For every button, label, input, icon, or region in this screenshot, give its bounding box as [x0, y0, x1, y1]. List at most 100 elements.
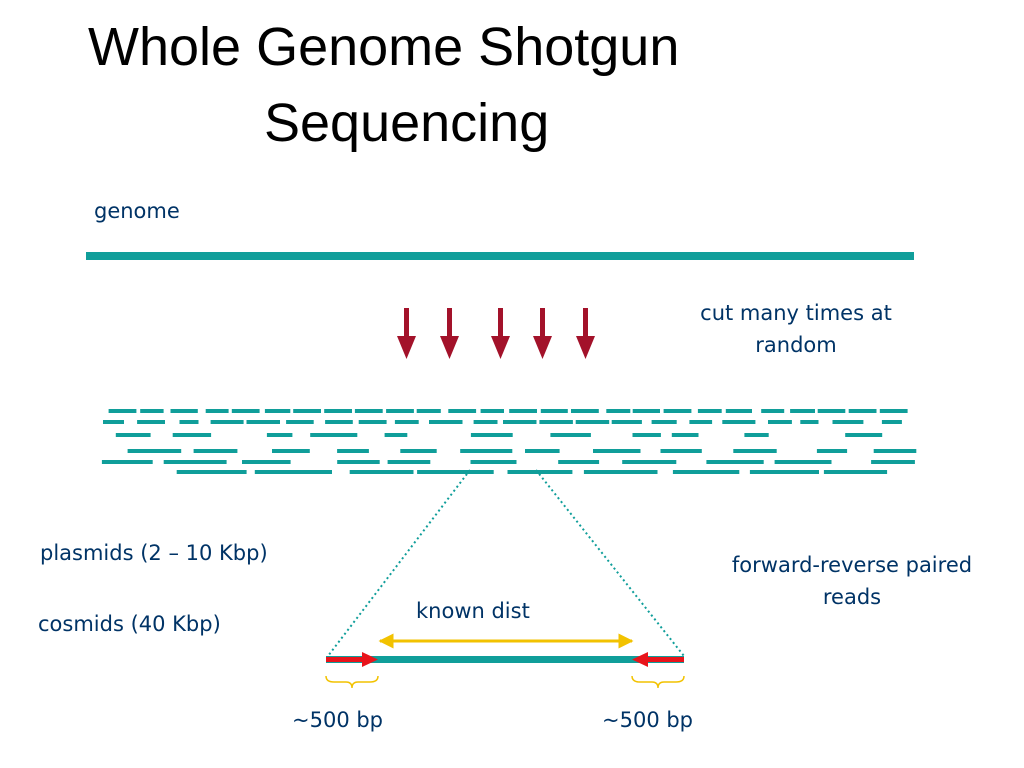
- genome-fragment: [525, 449, 560, 453]
- genome-fragment: [417, 470, 494, 474]
- genome-fragment: [832, 420, 864, 424]
- left-read-length-label: ~500 bp: [292, 708, 384, 732]
- genome-fragment: [163, 460, 227, 464]
- right-read-brace: [631, 675, 685, 689]
- genome-line: [86, 252, 914, 260]
- genome-fragment: [293, 409, 321, 413]
- genome-fragment: [768, 420, 792, 424]
- genome-fragment: [179, 420, 199, 424]
- genome-fragment: [115, 433, 151, 437]
- zoom-line-left: [327, 469, 471, 657]
- genome-fragment: [744, 433, 769, 437]
- genome-fragment: [611, 420, 642, 424]
- genome-fragment: [205, 409, 229, 413]
- genome-fragment: [337, 460, 380, 464]
- genome-fragment: [460, 449, 513, 453]
- genome-fragment: [881, 420, 902, 424]
- genome-fragment: [354, 409, 383, 413]
- genome-fragment: [845, 433, 883, 437]
- cut-arrow: [576, 308, 595, 359]
- genome-fragment: [774, 460, 832, 464]
- cut-arrow: [397, 308, 416, 359]
- genome-fragment: [384, 433, 408, 437]
- genome-fragment: [448, 409, 477, 413]
- genome-fragment: [632, 409, 660, 413]
- genome-fragments: [101, 409, 917, 474]
- genome-fragment: [706, 460, 764, 464]
- cut-arrows: [397, 308, 595, 359]
- genome-fragment: [672, 470, 740, 474]
- genome-fragment: [663, 409, 692, 413]
- forward-read-arrow: [326, 652, 378, 667]
- genome-fragment: [254, 470, 332, 474]
- genome-fragment: [246, 420, 280, 424]
- genome-fragment: [176, 470, 247, 474]
- genome-fragment: [503, 420, 537, 424]
- genome-fragment: [101, 460, 153, 464]
- genome-fragment: [571, 409, 599, 413]
- genome-fragment: [286, 420, 314, 424]
- cut-label-line-2: random: [755, 332, 837, 357]
- genome-fragment: [416, 409, 441, 413]
- genome-fragment: [210, 420, 244, 424]
- genome-fragment: [310, 433, 358, 437]
- cut-label-line-1: cut many times at: [700, 301, 892, 325]
- genome-label: genome: [94, 199, 180, 223]
- genome-fragment: [470, 433, 513, 437]
- genome-fragment: [879, 409, 908, 413]
- cut-arrow: [440, 308, 459, 359]
- genome-fragment: [593, 449, 641, 453]
- cut-arrow: [491, 308, 510, 359]
- genome-fragment: [272, 449, 310, 453]
- genome-fragment: [539, 420, 573, 424]
- genome-fragment: [349, 470, 414, 474]
- genome-fragment: [108, 409, 137, 413]
- genome-fragment: [725, 409, 752, 413]
- genome-fragment: [473, 420, 498, 424]
- genome-fragment: [242, 460, 291, 464]
- insert-fragment: [326, 656, 684, 663]
- genome-fragment: [429, 420, 463, 424]
- zoom-line-right: [535, 469, 685, 657]
- known-dist-label: known dist: [416, 599, 530, 623]
- genome-fragment: [172, 433, 212, 437]
- genome-fragment: [266, 433, 293, 437]
- genome-fragment: [632, 433, 661, 437]
- genome-fragment: [394, 420, 419, 424]
- paired-reads-line-2: reads: [822, 584, 882, 609]
- genome-fragment: [507, 470, 573, 474]
- genome-fragment: [231, 409, 260, 413]
- genome-fragment: [386, 409, 414, 413]
- genome-fragment: [400, 449, 437, 453]
- genome-fragment: [137, 420, 165, 424]
- reverse-read-arrow: [632, 652, 684, 667]
- genome-fragment: [606, 409, 631, 413]
- genome-fragment: [848, 409, 877, 413]
- cut-label: cut many times at random: [676, 298, 916, 361]
- genome-fragment: [733, 449, 777, 453]
- genome-fragment: [651, 420, 677, 424]
- right-read-length-label: ~500 bp: [602, 708, 694, 732]
- genome-fragment: [575, 420, 610, 424]
- paired-reads-line-1: forward-reverse paired: [731, 553, 973, 577]
- genome-fragment: [622, 460, 677, 464]
- genome-fragment: [540, 409, 568, 413]
- genome-fragment: [193, 449, 238, 453]
- genome-fragment: [387, 460, 431, 464]
- plasmids-label: plasmids (2 – 10 Kbp): [40, 541, 268, 565]
- genome-fragment: [558, 460, 600, 464]
- slide-title-line-1: Whole Genome Shotgun: [88, 17, 680, 77]
- genome-fragment: [790, 409, 815, 413]
- cosmids-label: cosmids (40 Kbp): [38, 612, 221, 636]
- genome-fragment: [550, 433, 591, 437]
- genome-fragment: [660, 449, 702, 453]
- genome-fragment: [337, 449, 369, 453]
- genome-fragment: [816, 449, 848, 453]
- genome-fragment: [871, 460, 915, 464]
- genome-fragment: [358, 420, 387, 424]
- genome-fragment: [470, 460, 517, 464]
- genome-fragment: [325, 420, 353, 424]
- genome-fragment: [671, 433, 699, 437]
